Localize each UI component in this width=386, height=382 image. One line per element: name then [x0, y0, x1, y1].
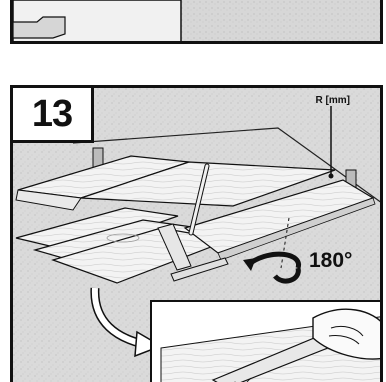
step-number: 13 [13, 88, 94, 143]
previous-step-illustration [13, 0, 383, 44]
measurement-label: R [mm] [316, 95, 350, 106]
saw-inset [151, 301, 383, 382]
previous-step-panel [10, 0, 383, 44]
step-13-panel: 13 R [mm] 180° [10, 85, 383, 382]
rotation-label: 180° [309, 249, 352, 273]
